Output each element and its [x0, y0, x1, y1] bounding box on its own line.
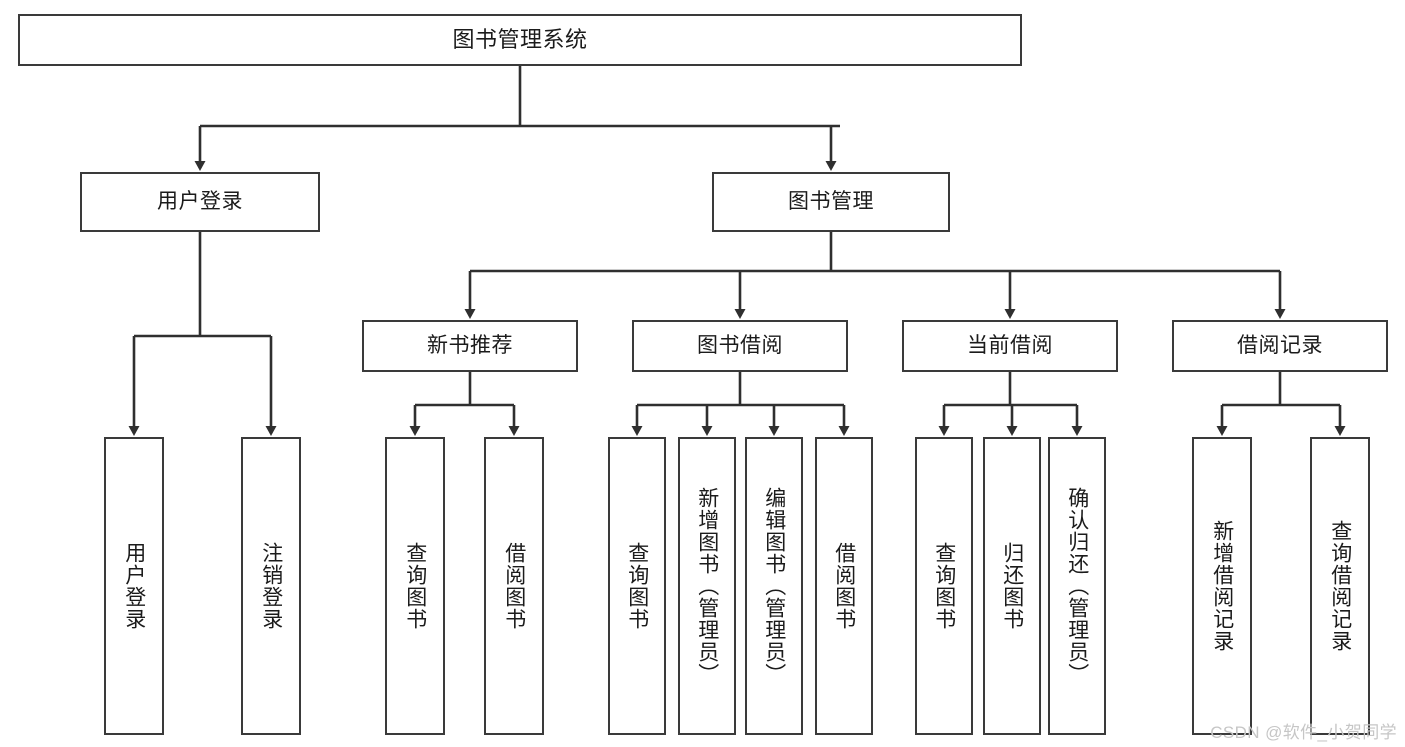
node-leaf-query-book-borrow[interactable]: 查询图书 — [608, 437, 666, 735]
node-leaf-borrow-book-label: 借阅图书 — [832, 542, 856, 630]
node-leaf-query-book-rec-label: 查询图书 — [403, 542, 427, 630]
csdn-watermark: CSDN @软件_小贺同学 — [1210, 723, 1397, 742]
node-leaf-query-record[interactable]: 查询借阅记录 — [1310, 437, 1370, 735]
node-current-borrow[interactable]: 当前借阅 — [902, 320, 1118, 372]
node-leaf-return-book-label: 归还图书 — [1000, 542, 1024, 630]
node-leaf-add-record[interactable]: 新增借阅记录 — [1192, 437, 1252, 735]
node-leaf-user-login[interactable]: 用户登录 — [104, 437, 164, 735]
node-leaf-return-book[interactable]: 归还图书 — [983, 437, 1041, 735]
node-leaf-query-book-current-label: 查询图书 — [932, 542, 956, 630]
node-leaf-add-book[interactable]: 新增图书（管理员） — [678, 437, 736, 735]
node-root-label: 图书管理系统 — [452, 27, 588, 53]
node-borrow-record[interactable]: 借阅记录 — [1172, 320, 1388, 372]
node-leaf-query-book-rec[interactable]: 查询图书 — [385, 437, 445, 735]
node-current-borrow-label: 当前借阅 — [967, 333, 1053, 357]
node-leaf-borrow-book-rec-label: 借阅图书 — [502, 542, 526, 630]
node-new-book-recommend-label: 新书推荐 — [427, 333, 513, 357]
node-borrow-record-label: 借阅记录 — [1237, 333, 1323, 357]
node-user-login[interactable]: 用户登录 — [80, 172, 320, 232]
node-book-borrow-label: 图书借阅 — [697, 333, 783, 357]
node-book-manage[interactable]: 图书管理 — [712, 172, 950, 232]
node-leaf-borrow-book-rec[interactable]: 借阅图书 — [484, 437, 544, 735]
node-leaf-edit-book-label: 编辑图书（管理员） — [762, 487, 786, 685]
node-leaf-logout[interactable]: 注销登录 — [241, 437, 301, 735]
node-leaf-add-book-label: 新增图书（管理员） — [695, 487, 719, 685]
node-book-manage-label: 图书管理 — [788, 189, 874, 213]
node-leaf-confirm-return[interactable]: 确认归还（管理员） — [1048, 437, 1106, 735]
node-leaf-query-book-current[interactable]: 查询图书 — [915, 437, 973, 735]
node-leaf-confirm-return-label: 确认归还（管理员） — [1065, 487, 1089, 685]
node-leaf-query-record-label: 查询借阅记录 — [1328, 520, 1352, 652]
node-root[interactable]: 图书管理系统 — [18, 14, 1022, 66]
node-leaf-borrow-book[interactable]: 借阅图书 — [815, 437, 873, 735]
node-new-book-recommend[interactable]: 新书推荐 — [362, 320, 578, 372]
node-leaf-user-login-label: 用户登录 — [122, 542, 146, 630]
node-leaf-edit-book[interactable]: 编辑图书（管理员） — [745, 437, 803, 735]
node-book-borrow[interactable]: 图书借阅 — [632, 320, 848, 372]
node-user-login-label: 用户登录 — [157, 189, 243, 213]
node-leaf-add-record-label: 新增借阅记录 — [1210, 520, 1234, 652]
node-leaf-query-book-borrow-label: 查询图书 — [625, 542, 649, 630]
node-leaf-logout-label: 注销登录 — [259, 542, 283, 630]
